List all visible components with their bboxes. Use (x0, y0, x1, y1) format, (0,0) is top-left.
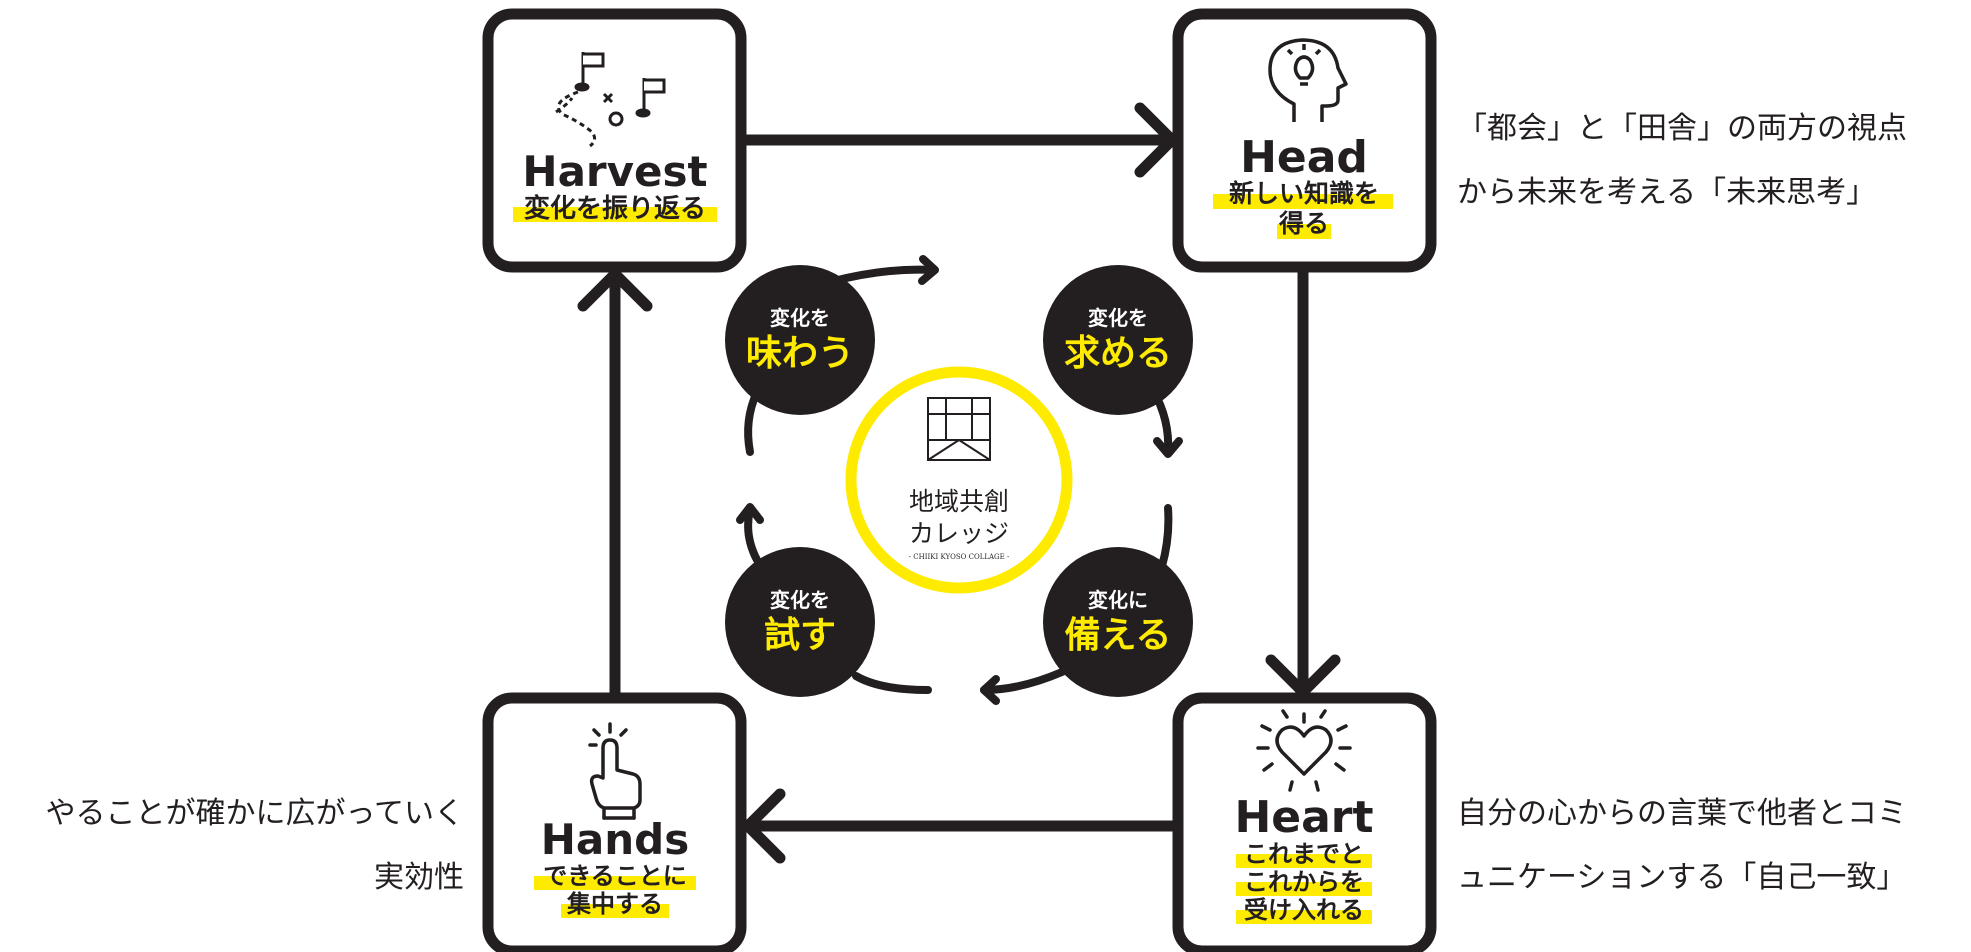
stage-sub-heart-3: 受け入れる (1244, 896, 1364, 924)
cycle-main-tamesu: 試す (764, 615, 836, 656)
cycle-top-motomeru: 変化を (1088, 306, 1148, 330)
heart-sparkle-icon (1256, 709, 1352, 792)
highlight-heart-3 (1236, 910, 1372, 924)
cycle-main-motomeru: 求める (1064, 333, 1172, 374)
stage-title-harvest: Harvest (522, 147, 707, 196)
highlight-heart-1 (1236, 854, 1372, 868)
college-emblem-icon (927, 397, 991, 461)
center-logo: 地域共創 カレッジ - CHIIKI KYOSO COLLAGE - (845, 366, 1073, 594)
highlight-head-2 (1277, 224, 1331, 239)
stage-title-hands: Hands (541, 815, 689, 864)
connector-arrows (577, 102, 1341, 864)
cycle-main-sonaeru: 備える (1065, 615, 1172, 656)
highlight-head-1 (1213, 194, 1393, 209)
cycle-circle-tamesu (725, 547, 875, 697)
cycle-sonaeru: 変化に 備える (1043, 547, 1193, 697)
description-heart-line-1: 自分の心からの言葉で他者とコミ (1457, 796, 1907, 831)
description-heart-line-2: ュニケーションする「自己一致」 (1457, 860, 1906, 895)
cycle-top-ajiwau: 変化を (770, 306, 830, 330)
description-hands-line-1: やることが確かに広がっていく (46, 796, 465, 831)
stage-title-head: Head (1240, 132, 1368, 183)
cycle-tamesu: 変化を 試す (725, 547, 875, 697)
cycle-top-tamesu: 変化を (770, 588, 830, 612)
stage-sub-head-2: 得る (1278, 209, 1329, 238)
arrowhead-ajiwau-to-motomeru (918, 255, 939, 285)
cycle-circle-sonaeru (1043, 547, 1193, 697)
stage-harvest: Harvest 変化を振り返る (482, 8, 747, 273)
arrowhead-tamesu-up (736, 503, 764, 524)
stage-hands: Hands できることに 集中する (482, 692, 747, 952)
stage-sub-heart-1: これまでと (1244, 840, 1364, 868)
cycle-motomeru: 変化を 求める (1043, 265, 1193, 415)
arrowhead-heart-to-hands (742, 788, 786, 864)
stage-heart: Heart これまでと これからを 受け入れる (1172, 692, 1437, 952)
description-hands: やることが確かに広がっていく 実効性 (46, 796, 465, 895)
stage-sub-hands-1: できることに (543, 862, 687, 890)
highlight-heart-2 (1236, 882, 1372, 896)
arrowhead-sonaeru-to-tamesu (980, 675, 1000, 705)
arc-ajiwau-down-segment (744, 388, 761, 456)
stage-sub-hands-2: 集中する (566, 890, 663, 918)
description-head-line-2: から未来を考える「未来思考」 (1457, 175, 1876, 210)
arc-sonaeru-up-segment (1158, 504, 1173, 570)
highlight-harvest (513, 207, 717, 222)
logo-line-3: - CHIIKI KYOSO COLLAGE - (909, 553, 1010, 561)
description-hands-line-2: 実効性 (374, 860, 464, 895)
description-head: 「都会」と「田舎」の両方の視点 から未来を考える「未来思考」 (1457, 111, 1907, 210)
cycle-circle-motomeru (1043, 265, 1193, 415)
arrowhead-hands-to-harvest (577, 268, 653, 312)
cycle-ajiwau: 変化を 味わう (725, 265, 875, 415)
logo-ring (845, 366, 1073, 594)
pointing-hand-icon (588, 722, 642, 820)
description-head-line-1: 「都会」と「田舎」の両方の視点 (1457, 111, 1907, 146)
stage-sub-head-1: 新しい知識を (1229, 179, 1379, 208)
arrowhead-motomeru-down (1153, 437, 1183, 458)
highlight-hands-1 (534, 876, 696, 890)
arrowhead-head-to-heart (1265, 654, 1341, 698)
description-heart: 自分の心からの言葉で他者とコミ ュニケーションする「自己一致」 (1457, 796, 1907, 895)
cycle-top-sonaeru: 変化に (1088, 588, 1148, 612)
flags-route-icon (555, 52, 666, 148)
head-lightbulb-icon (1268, 38, 1348, 122)
logo-line-1: 地域共創 (909, 487, 1009, 516)
logo-line-2: カレッジ (909, 519, 1009, 548)
highlight-hands-2 (561, 904, 669, 918)
arrowhead-harvest-to-head (1134, 102, 1178, 178)
stage-head: Head 新しい知識を 得る (1172, 8, 1437, 273)
arc-tamesu-left (852, 672, 932, 694)
cycle-main-ajiwau: 味わう (746, 333, 854, 374)
stage-sub-heart-2: これからを (1244, 868, 1364, 896)
stage-sub-harvest: 変化を振り返る (524, 193, 706, 224)
cycle-circle-ajiwau (725, 265, 875, 415)
stage-box-harvest (482, 8, 747, 273)
arc-sonaeru-to-tamesu (980, 668, 1066, 694)
stage-title-heart: Heart (1234, 792, 1373, 843)
